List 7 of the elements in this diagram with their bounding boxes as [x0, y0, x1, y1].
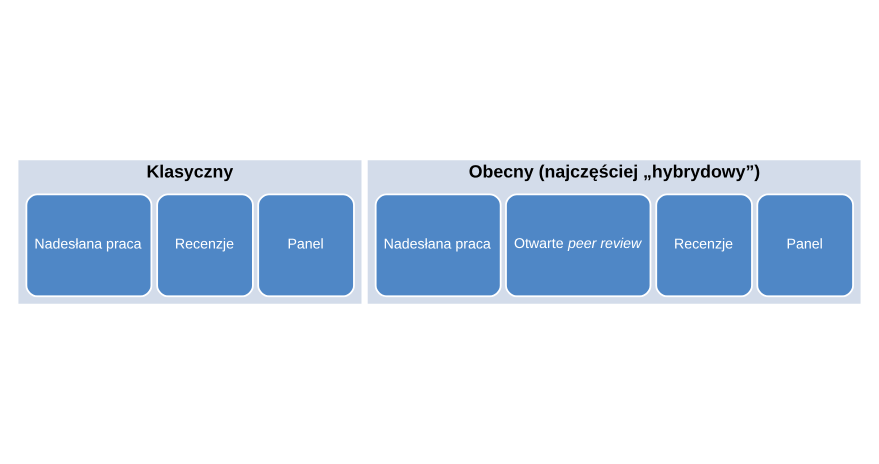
node-box: Nadesłana praca: [26, 193, 152, 298]
node-box: Panel: [257, 193, 355, 298]
node-box: Panel: [756, 193, 854, 298]
node-box: Recenzje: [156, 193, 254, 298]
node-box: Nadesłana praca: [374, 193, 502, 298]
node-box: Otwarte peer review: [505, 193, 652, 298]
node-box: Recenzje: [655, 193, 753, 298]
